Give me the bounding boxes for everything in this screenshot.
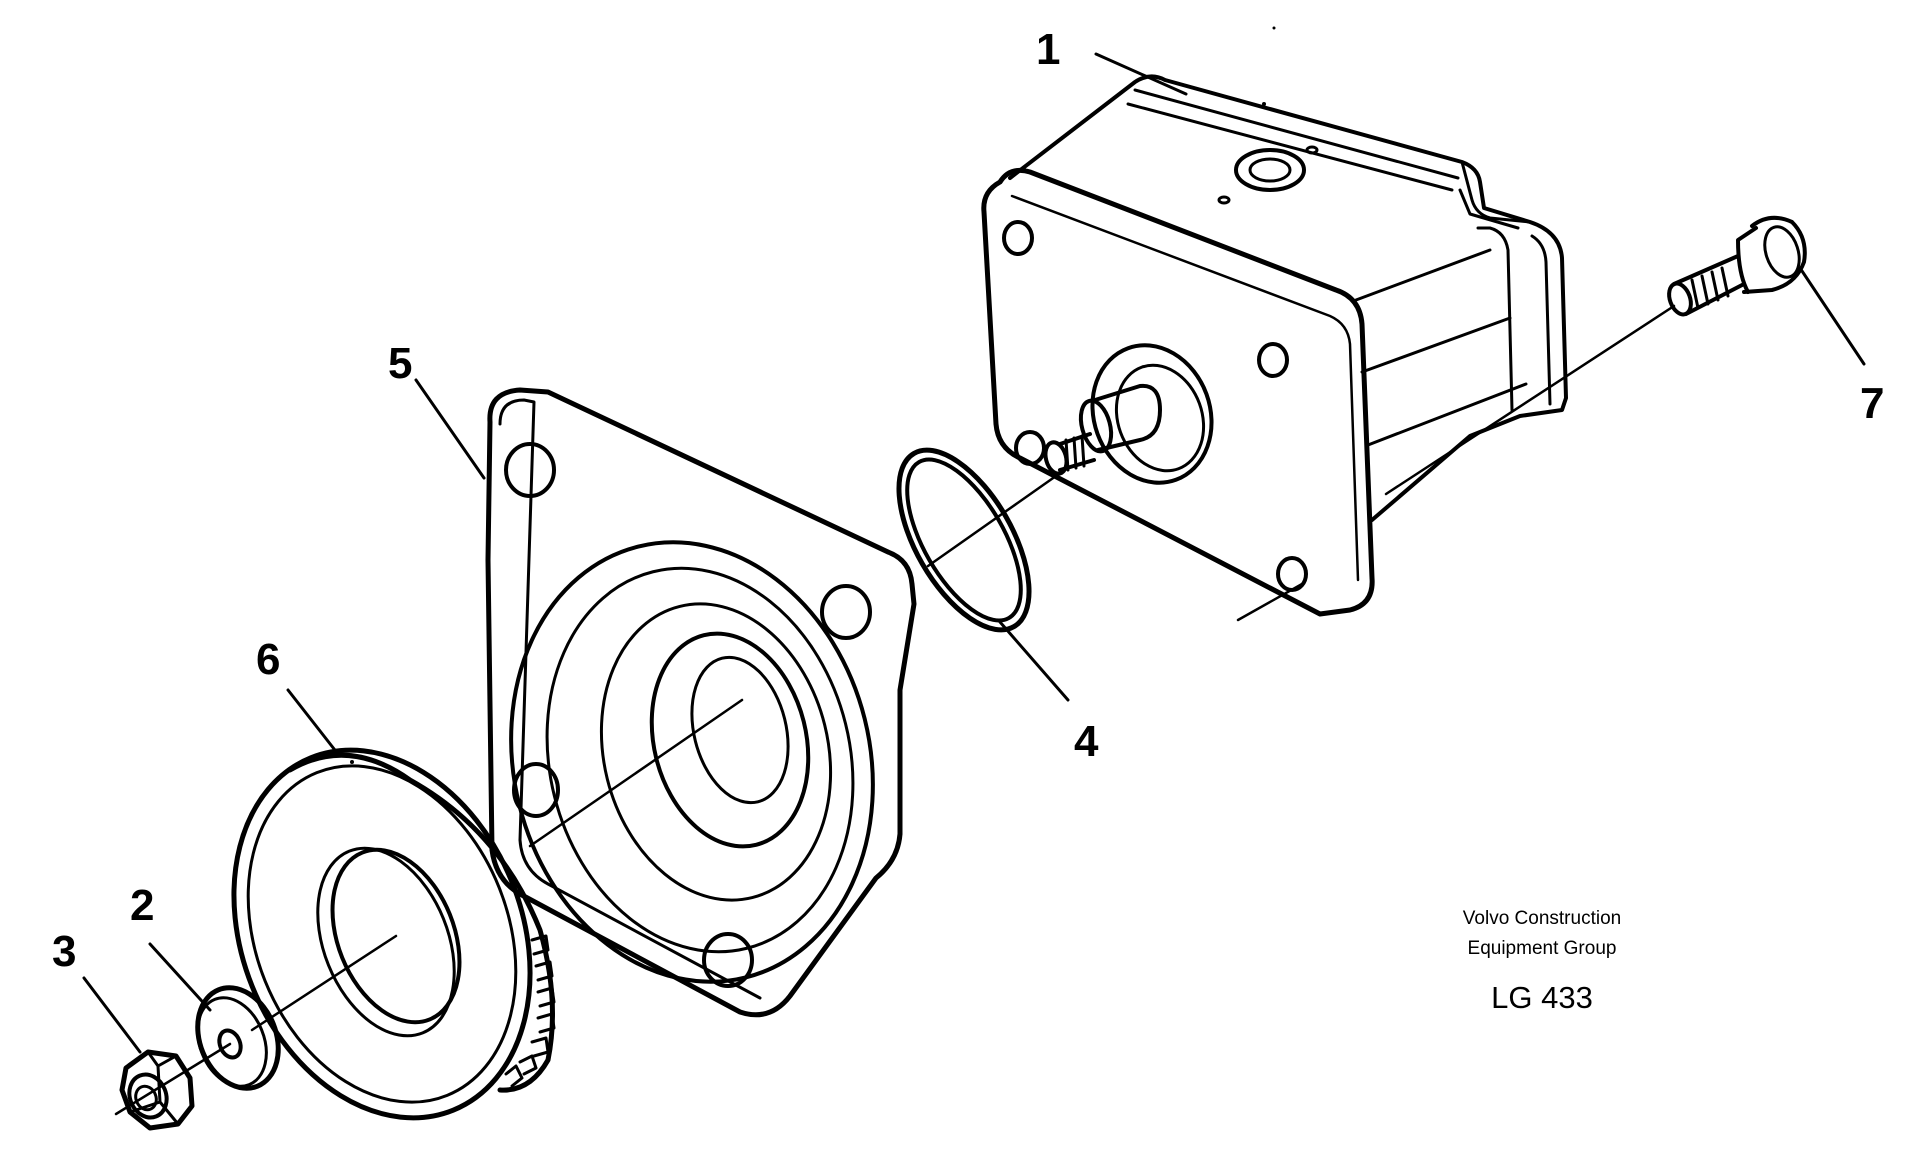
washer-part-2 <box>195 985 281 1091</box>
leader-7 <box>1798 266 1866 366</box>
company-line-1: Volvo Construction <box>1463 908 1621 929</box>
pump-body-part-1 <box>1008 26 1568 522</box>
callout-4: 4 <box>1074 717 1099 766</box>
callout-5: 5 <box>388 339 412 388</box>
o-ring-part-4 <box>896 447 1032 633</box>
flange-part-5 <box>485 387 917 1018</box>
assembly-axis-lines <box>114 304 1676 1116</box>
gear-part-6 <box>231 747 556 1121</box>
callout-2: 2 <box>130 881 154 930</box>
leader-2 <box>148 942 212 1012</box>
leader-6 <box>286 688 340 756</box>
pump-front-flange <box>981 167 1375 617</box>
callout-3: 3 <box>52 927 76 976</box>
leader-3 <box>82 976 142 1054</box>
leader-5 <box>414 378 486 480</box>
company-line-2: Equipment Group <box>1468 938 1617 959</box>
leader-4 <box>998 620 1070 702</box>
leader-1 <box>1094 52 1188 96</box>
callout-6: 6 <box>256 635 280 684</box>
callout-1: 1 <box>1036 25 1060 74</box>
leader-lines <box>82 52 1866 1054</box>
nut-part-3 <box>119 1049 195 1131</box>
bolt-part-7 <box>1667 215 1807 317</box>
callout-7: 7 <box>1860 379 1884 428</box>
drawing-code: LG 433 <box>1491 980 1593 1015</box>
